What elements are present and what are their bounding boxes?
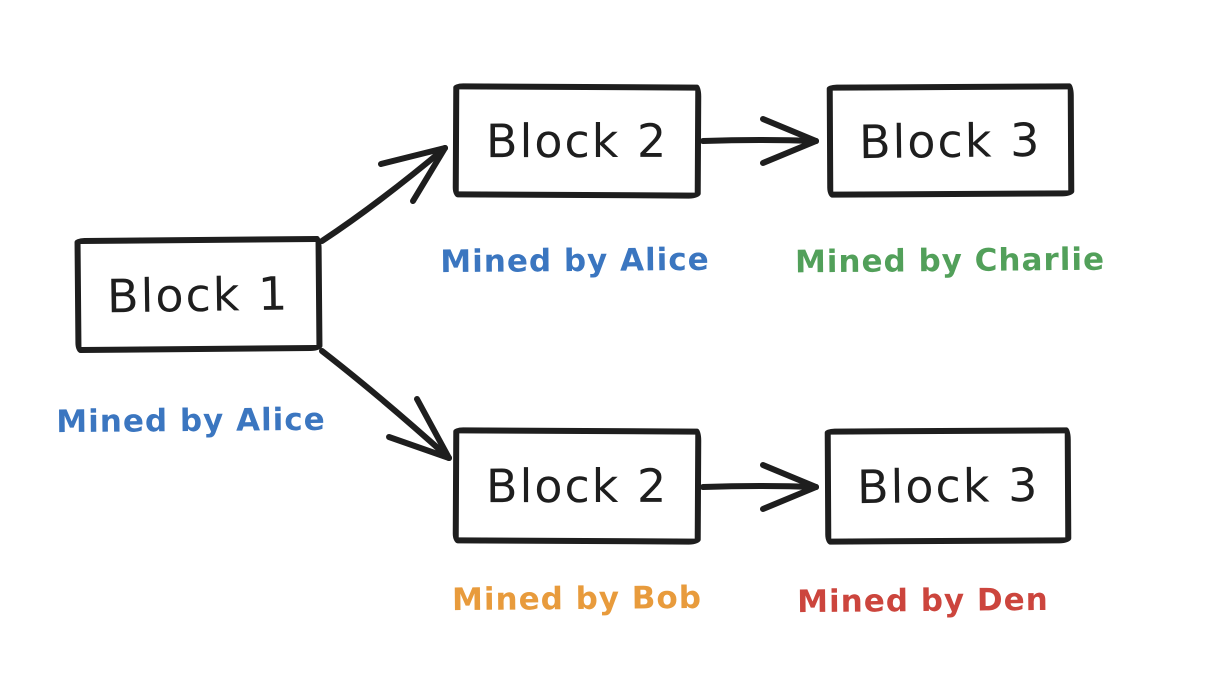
block-3-bottom-label: Block 3 (856, 457, 1040, 515)
block-3-top-box: Block 3 (826, 83, 1075, 198)
block-3-bottom-box: Block 3 (824, 427, 1072, 545)
miner-label-block-1: Mined by Alice (56, 401, 326, 441)
miner-label-block-2-bottom: Mined by Bob (451, 579, 703, 619)
arrow-block1-to-block2-bottom (319, 348, 452, 461)
miner-label-block-2-top: Mined by Alice (440, 241, 710, 281)
block-1-box: Block 1 (74, 235, 323, 354)
block-2-bottom-label: Block 2 (485, 458, 669, 514)
miner-label-block-3-top: Mined by Charlie (794, 241, 1106, 281)
miner-label-block-3-bottom: Mined by Den (797, 581, 1049, 621)
block-2-top-box: Block 2 (452, 83, 702, 199)
arrow-block2-bottom-to-block3-bottom (700, 462, 819, 512)
block-2-top-label: Block 2 (485, 113, 669, 169)
block-1-label: Block 1 (106, 266, 291, 323)
arrow-block2-top-to-block3-top (700, 116, 819, 166)
arrow-block1-to-block2-top (319, 145, 448, 244)
block-2-bottom-box: Block 2 (452, 427, 702, 545)
block-3-top-label: Block 3 (859, 112, 1042, 169)
